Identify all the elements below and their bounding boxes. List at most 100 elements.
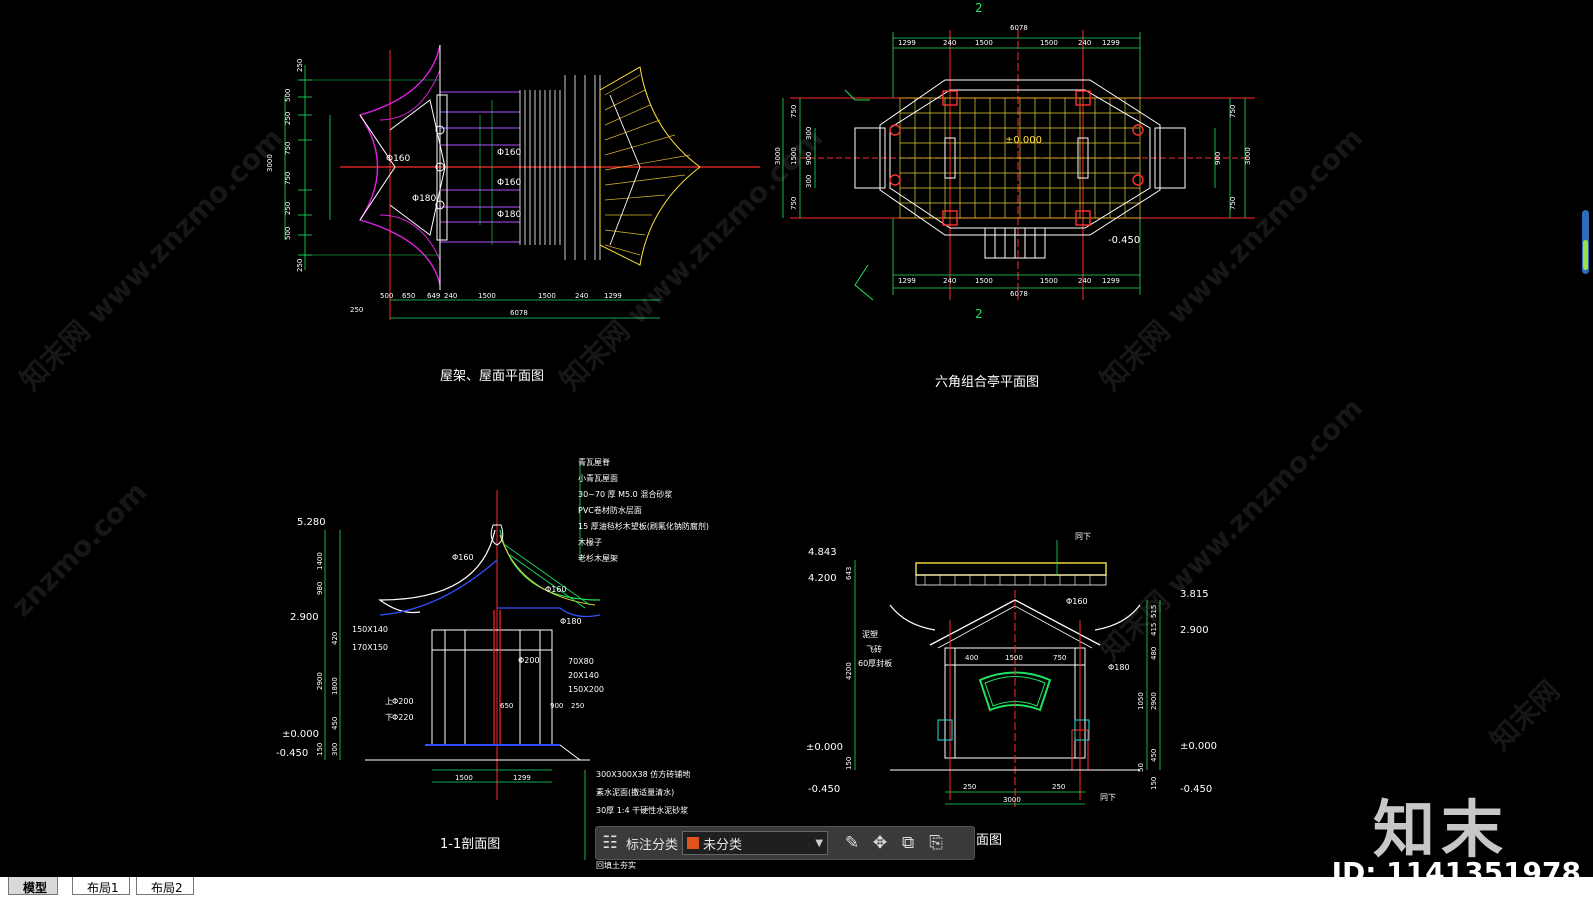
plan-dim-t5: 1299: [1102, 39, 1120, 47]
sec22-side-2: 60厚封板: [858, 658, 892, 668]
tab-model[interactable]: 模型: [8, 877, 59, 895]
move-icon[interactable]: ✥: [872, 833, 888, 853]
roof-dim-l0: 250: [296, 59, 304, 72]
copy-icon[interactable]: ⧉: [901, 833, 915, 853]
sec22-rdim-7: 150: [1150, 777, 1158, 790]
plan-dim-b0: 1299: [898, 277, 916, 285]
brand-logo: 知末: [1373, 793, 1510, 866]
plan-dim-t0: 1299: [898, 39, 916, 47]
plan-dim-l2: 750: [790, 197, 798, 210]
callout-bot-1: 素水泥面(撒适量清水): [596, 787, 674, 797]
plan-dim-l0: 750: [790, 105, 798, 118]
sec22-rdim-3: 1050: [1137, 692, 1145, 710]
sec22-top-callout: 同下: [1075, 532, 1091, 541]
category-selected: 未分类: [703, 837, 743, 853]
edit-icon[interactable]: ✎: [844, 833, 860, 853]
sec22-elev-r2: ±0.000: [1180, 741, 1217, 752]
plan-section-mark-bottom: 2: [975, 307, 983, 321]
sec11-down: 下: [385, 713, 393, 722]
sec11-ldim-5: 450: [331, 717, 339, 730]
layout-tabs-bar: 模型 布局1 布局2: [0, 877, 1593, 909]
plan-dim-t2: 1500: [975, 39, 993, 47]
roof-dim-l4: 750: [284, 172, 292, 185]
sec22-ldim-2: 150: [845, 757, 853, 770]
roof-dim-b2: 650: [402, 292, 415, 300]
callout-top-2: 30~70 厚 M5.0 混合砂浆: [578, 489, 672, 499]
sec11-elev-1: 2.900: [290, 612, 319, 623]
sec11-mdim-0: 650: [500, 702, 513, 710]
roof-plan-title: 屋架、屋面平面图: [440, 369, 544, 384]
sec22-rdim-1: 415: [1150, 623, 1158, 636]
callout-bot-0: 300X300X38 仿方砖铺地: [596, 769, 690, 779]
plan-dim-t4: 240: [1078, 39, 1091, 47]
sec11-member-6: 70X80: [568, 657, 594, 666]
roof-dim-left-total: 3000: [266, 154, 274, 172]
sec11-ldim-4: 1800: [331, 677, 339, 695]
plan-dim-r0: 750: [1229, 105, 1237, 118]
paste-icon[interactable]: ⎘: [929, 833, 943, 853]
sec22-span-0: 400: [965, 654, 978, 662]
chevron-down-icon: ▼: [815, 837, 824, 849]
sec22-elev-l1: 4.200: [808, 573, 837, 584]
roof-dim-l6: 500: [284, 227, 292, 240]
plan-dim-total-bottom: 6078: [1010, 290, 1028, 298]
sec22-bdim-2: 250: [1052, 783, 1065, 791]
plan-dim-left-total: 3000: [774, 147, 782, 165]
roof-dim-b7: 240: [575, 292, 588, 300]
sec22-ldim-1: 4200: [845, 662, 853, 680]
sec22-rdim-6: 450: [1150, 749, 1158, 762]
sec22-elev-r0: 3.815: [1180, 589, 1209, 600]
tab-layout2[interactable]: 布局2: [136, 877, 194, 895]
roof-dim-l1: 500: [284, 89, 292, 102]
plan-dim-b4: 240: [1078, 277, 1091, 285]
plan-dim-t3: 1500: [1040, 39, 1058, 47]
sec11-ldim-7: 300: [331, 743, 339, 756]
sec22-elev-r3: -0.450: [1180, 784, 1212, 795]
roof-plan-phi180-b: Φ180: [497, 210, 522, 220]
plan-dim-total-top: 6078: [1010, 24, 1028, 32]
sec22-span-1: 1500: [1005, 654, 1023, 662]
plan-dim-li0: 300: [805, 127, 813, 140]
sec11-member-2: Φ180: [560, 617, 582, 626]
plan-dim-b5: 1299: [1102, 277, 1120, 285]
sec11-member-0: Φ160: [452, 553, 474, 562]
pavilion-plan-title: 六角组合亭平面图: [935, 374, 1039, 390]
plan-dim-t1: 240: [943, 39, 956, 47]
section-2-2-drawing: 4.843 4.200 ±0.000 -0.450 3.815 2.900 ±0…: [806, 532, 1217, 848]
roof-plan-phi160-a: Φ160: [386, 154, 411, 164]
tab-layout1[interactable]: 布局1: [72, 877, 130, 895]
sec22-side-1: 飞砖: [866, 644, 882, 654]
zoom-scroll-indicator[interactable]: [1582, 210, 1589, 274]
sec11-up: 上: [385, 697, 393, 706]
grid-icon[interactable]: ☷: [602, 833, 618, 853]
sec11-bdim-1: 1299: [513, 774, 531, 782]
roof-plan-drawing: Φ160 Φ160 Φ160 Φ180 Φ180 250 500 650 649…: [266, 44, 760, 384]
category-color-swatch: [687, 837, 700, 849]
roof-plan-phi180-a: Φ180: [412, 194, 437, 204]
roof-dim-l7: 250: [296, 259, 304, 272]
pavilion-plan-drawing: 1299 240 1500 1500 240 1299 6078 1299 24…: [774, 1, 1255, 390]
roof-dim-l5: 250: [284, 202, 292, 215]
sec22-bdim-0: 250: [963, 783, 976, 791]
sec11-member-3: 150X140: [352, 625, 388, 634]
sec11-member-5: Φ200: [518, 656, 540, 665]
plan-dim-right-total: 3000: [1244, 147, 1252, 165]
annotation-toolbar: ☷ 标注分类 未分类 ▼ ✎ ✥ ⧉ ⎘: [595, 826, 975, 860]
category-select[interactable]: 未分类 ▼: [682, 831, 829, 855]
plan-elev-center: ±0.000: [1005, 135, 1042, 146]
sec11-mdim-1: 900: [550, 702, 563, 710]
roof-dim-b6: 1500: [538, 292, 556, 300]
callout-top-3: PVC卷材防水层面: [578, 505, 642, 515]
roof-dim-l2: 250: [284, 112, 292, 125]
sec11-elev-0: 5.280: [297, 517, 326, 528]
sec11-elev-3: -0.450: [276, 748, 308, 759]
section-11-title: 1-1剖面图: [440, 837, 500, 852]
plan-dim-li2: 300: [805, 175, 813, 188]
section-1-1-drawing: 5.280 2.900 ±0.000 -0.450 青瓦屋脊 小青瓦屋面 30~…: [276, 457, 709, 870]
sec22-span-2: 750: [1053, 654, 1066, 662]
roof-dim-b8: 1299: [604, 292, 622, 300]
sec22-rdim-2: 480: [1150, 647, 1158, 660]
sec22-rdim-5: 50: [1137, 763, 1145, 772]
sec11-member-7: 20X140: [568, 671, 599, 680]
